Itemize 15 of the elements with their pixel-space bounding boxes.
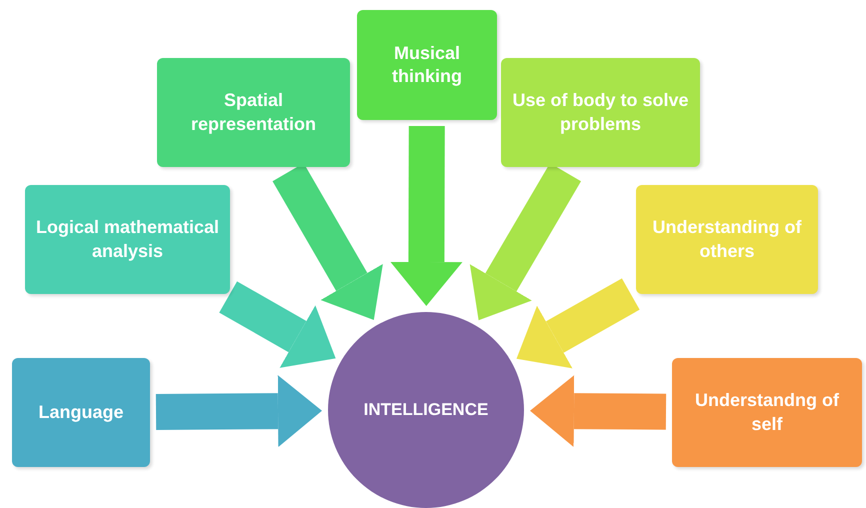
category-box [157, 58, 350, 167]
box-label: Spatial representation [190, 89, 318, 136]
category-box [636, 185, 818, 294]
box-label: Language [38, 400, 124, 424]
category-box [12, 358, 150, 467]
box-label: Understanding of others [652, 216, 802, 262]
category-box [25, 185, 230, 294]
category-box [672, 358, 862, 467]
box-label: Musical thinking [391, 42, 463, 88]
box-label: Understandng of self [694, 389, 840, 436]
box-label: INTELLIGENCE [364, 398, 488, 421]
box-label: Logical mathematical analysis [34, 216, 220, 263]
category-box [501, 58, 700, 167]
box-label: Use of body to solve problems [511, 89, 690, 136]
category-box [357, 10, 497, 120]
